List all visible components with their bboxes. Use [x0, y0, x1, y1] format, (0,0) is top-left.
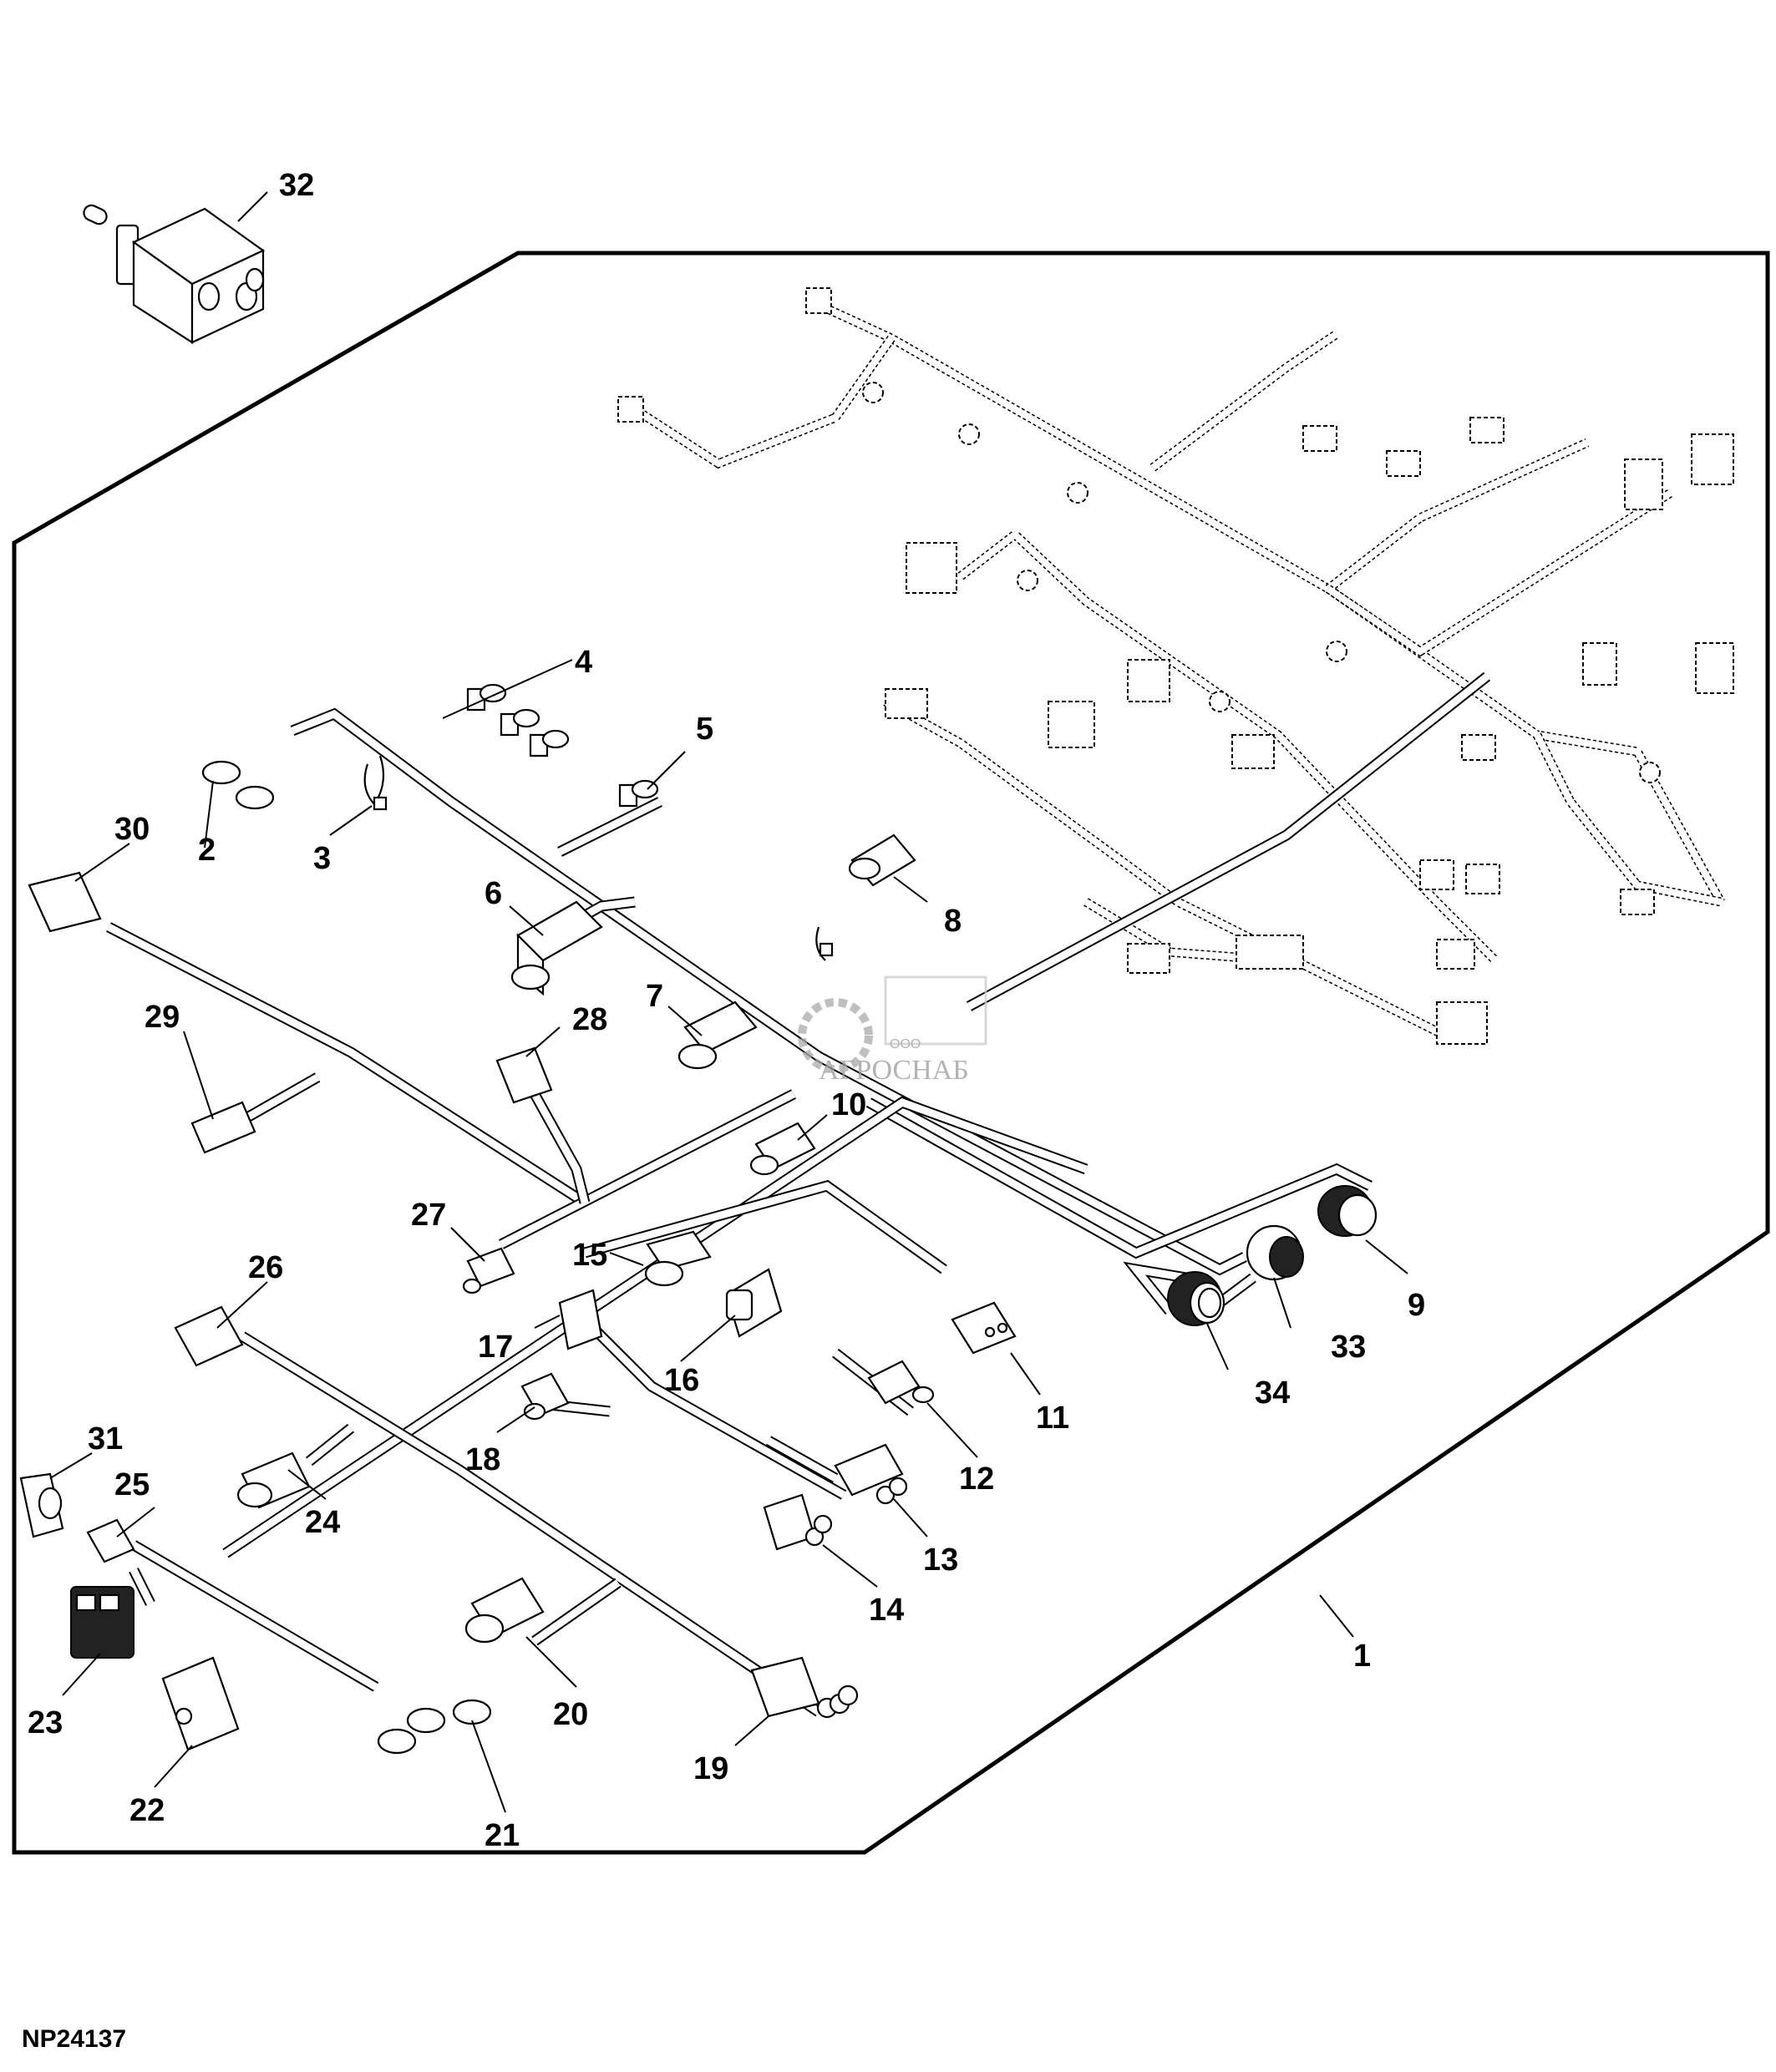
- connector-icon: [495, 1046, 553, 1104]
- callout-30[interactable]: 30: [114, 812, 150, 847]
- callout-19[interactable]: 19: [693, 1751, 728, 1786]
- clip-icon: [363, 755, 388, 811]
- callout-12[interactable]: 12: [959, 1462, 994, 1497]
- multi-pin-connector-icon: [70, 1586, 134, 1659]
- callout-8[interactable]: 8: [944, 904, 962, 939]
- callout-18[interactable]: 18: [465, 1442, 500, 1477]
- connector-icon: [510, 900, 603, 996]
- callout-4[interactable]: 4: [575, 645, 592, 680]
- connector-icon: [520, 1372, 570, 1421]
- connector-icon: [763, 1493, 833, 1551]
- clip-icon: [815, 926, 834, 961]
- connector-icon: [464, 1577, 545, 1644]
- circular-connector-icon: [1167, 1271, 1225, 1326]
- connector-icon: [190, 1101, 256, 1154]
- connector-icon: [236, 1451, 311, 1509]
- watermark-name: АГРОСНАБ: [819, 1055, 969, 1086]
- callout-21[interactable]: 21: [485, 1818, 520, 1853]
- callout-11[interactable]: 11: [1036, 1401, 1069, 1436]
- watermark: ООО АГРОСНАБ: [798, 975, 987, 1086]
- connector-cover-icon: [19, 1472, 64, 1538]
- main-harness[interactable]: [106, 671, 1491, 1717]
- connector-icon: [749, 1122, 816, 1176]
- connector-icon: [462, 1247, 515, 1294]
- connector-icon: [951, 1301, 1017, 1355]
- ring-terminal-icon: [377, 1699, 492, 1755]
- callout-23[interactable]: 23: [28, 1705, 63, 1740]
- leader-lines: [49, 191, 1408, 1813]
- connector-icon: [86, 1518, 135, 1563]
- callout-31[interactable]: 31: [88, 1421, 123, 1456]
- callout-33[interactable]: 33: [1331, 1330, 1366, 1365]
- callout-24[interactable]: 24: [305, 1505, 340, 1540]
- connector-icon: [28, 871, 102, 933]
- toggle-switch-icon[interactable]: [82, 203, 266, 345]
- bracket-icon: [466, 683, 570, 757]
- callout-7[interactable]: 7: [646, 979, 663, 1014]
- watermark-prefix: ООО: [890, 1037, 921, 1051]
- circular-connector-icon: [1246, 1224, 1304, 1281]
- ghost-harness: [617, 287, 1734, 1045]
- callout-3[interactable]: 3: [313, 841, 331, 876]
- harness-frame: [12, 251, 1770, 1855]
- callout-6[interactable]: 6: [485, 876, 502, 911]
- connector-icon: [848, 833, 916, 887]
- callout-5[interactable]: 5: [696, 712, 713, 747]
- callout-labels: 32 1 2 3 4 5 6 7 8 9 10 11 12 13 14 15 1…: [28, 168, 1425, 1853]
- callout-14[interactable]: 14: [869, 1593, 904, 1628]
- connector-icon: [558, 1289, 603, 1350]
- callout-2[interactable]: 2: [198, 833, 216, 868]
- connector-icon: [867, 1360, 935, 1405]
- callout-20[interactable]: 20: [553, 1697, 588, 1732]
- callout-27[interactable]: 27: [411, 1198, 446, 1233]
- callout-29[interactable]: 29: [145, 1000, 180, 1035]
- connector-icon: [725, 1268, 783, 1338]
- callout-16[interactable]: 16: [664, 1363, 699, 1398]
- part-shapes: [19, 683, 1378, 1755]
- callout-22[interactable]: 22: [129, 1793, 165, 1828]
- callout-34[interactable]: 34: [1255, 1375, 1290, 1411]
- callout-13[interactable]: 13: [923, 1543, 958, 1578]
- callout-26[interactable]: 26: [248, 1250, 283, 1285]
- callout-32[interactable]: 32: [279, 168, 314, 203]
- callout-25[interactable]: 25: [114, 1467, 150, 1502]
- circular-connector-icon: [1317, 1185, 1378, 1237]
- connector-icon: [750, 1656, 859, 1719]
- callout-17[interactable]: 17: [478, 1330, 513, 1365]
- callout-1[interactable]: 1: [1353, 1639, 1371, 1674]
- figure-id: NP24137: [22, 2025, 127, 2053]
- connector-icon: [677, 1001, 758, 1070]
- callout-15[interactable]: 15: [572, 1238, 607, 1273]
- callout-9[interactable]: 9: [1408, 1288, 1425, 1323]
- ring-terminal-icon: [201, 760, 275, 810]
- connector-icon: [644, 1230, 712, 1287]
- callout-10[interactable]: 10: [831, 1087, 866, 1122]
- module-icon: [161, 1656, 240, 1751]
- connector-icon: [834, 1443, 908, 1505]
- connector-icon: [174, 1305, 244, 1367]
- callout-28[interactable]: 28: [572, 1002, 607, 1037]
